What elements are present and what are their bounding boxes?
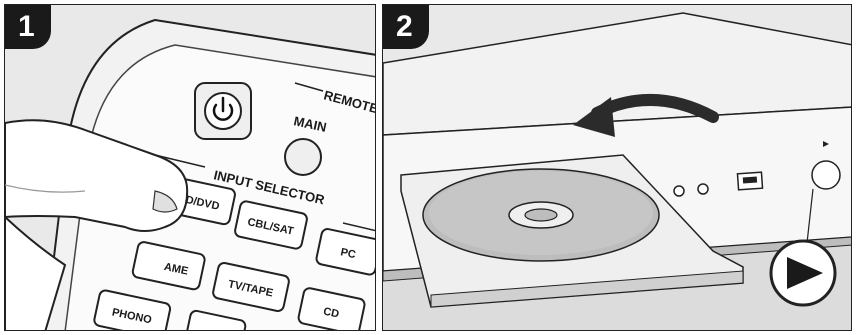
remote-main-button[interactable] xyxy=(285,139,321,175)
step-2-number: 2 xyxy=(396,10,413,43)
power-button[interactable] xyxy=(195,83,251,139)
step-1-badge: 1 xyxy=(5,5,51,49)
player-play-button[interactable] xyxy=(812,161,840,189)
player-illustration xyxy=(383,5,852,331)
disc xyxy=(423,169,659,261)
step-2-panel: 2 xyxy=(382,4,852,331)
mic-jack xyxy=(698,184,708,194)
step-1-number: 1 xyxy=(18,10,35,43)
remote-illustration: REMOTE MAIN INPUT SELECTOR BD/DVD CBL/SA… xyxy=(5,5,376,331)
play-callout-button[interactable] xyxy=(771,241,835,305)
step-1-panel: 1 REMOTE MAIN INPUT SELECTOR BD/DVD xyxy=(4,4,376,331)
headphone-jack xyxy=(674,186,684,196)
step-2-badge: 2 xyxy=(383,5,429,49)
usb-port-icon xyxy=(737,172,762,190)
